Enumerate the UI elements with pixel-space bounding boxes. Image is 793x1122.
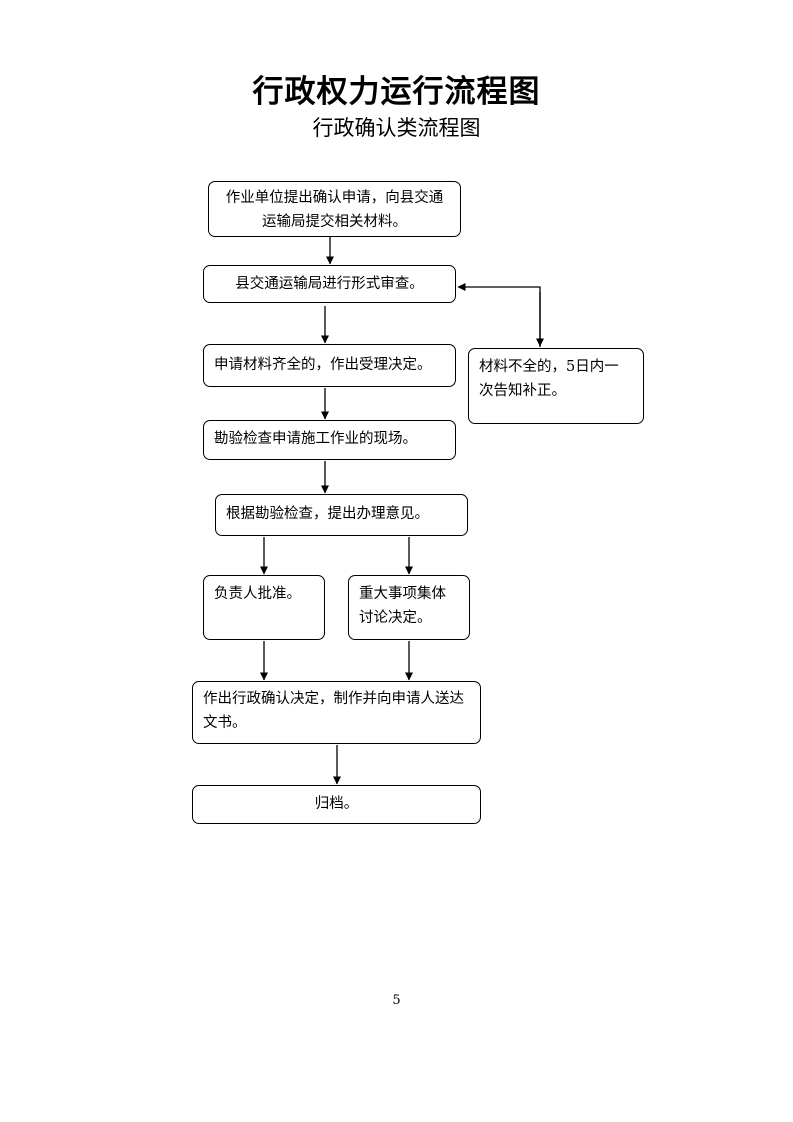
step-handling-opinion: 根据勘验检查，提出办理意见。 — [215, 494, 468, 536]
step-archive: 归档。 — [192, 785, 481, 824]
step-site-inspection: 勘验检查申请施工作业的现场。 — [203, 420, 456, 460]
step-collective-decision: 重大事项集体讨论决定。 — [348, 575, 470, 640]
arrow-s4-to-s2 — [457, 283, 541, 347]
step-submit-application: 作业单位提出确认申请，向县交通运输局提交相关材料。 — [208, 181, 461, 237]
step-confirmation-decision: 作出行政确认决定，制作并向申请人送达文书。 — [192, 681, 481, 744]
page-number: 5 — [392, 993, 401, 1008]
step-accept-decision: 申请材料齐全的，作出受理决定。 — [203, 344, 456, 387]
step-formal-review: 县交通运输局进行形式审查。 — [203, 265, 456, 303]
step-leader-approval: 负责人批准。 — [203, 575, 325, 640]
step-notify-correction: 材料不全的，5日内一次告知补正。 — [468, 348, 644, 424]
page-title: 行政权力运行流程图 — [252, 74, 541, 110]
page-subtitle: 行政确认类流程图 — [312, 116, 481, 140]
